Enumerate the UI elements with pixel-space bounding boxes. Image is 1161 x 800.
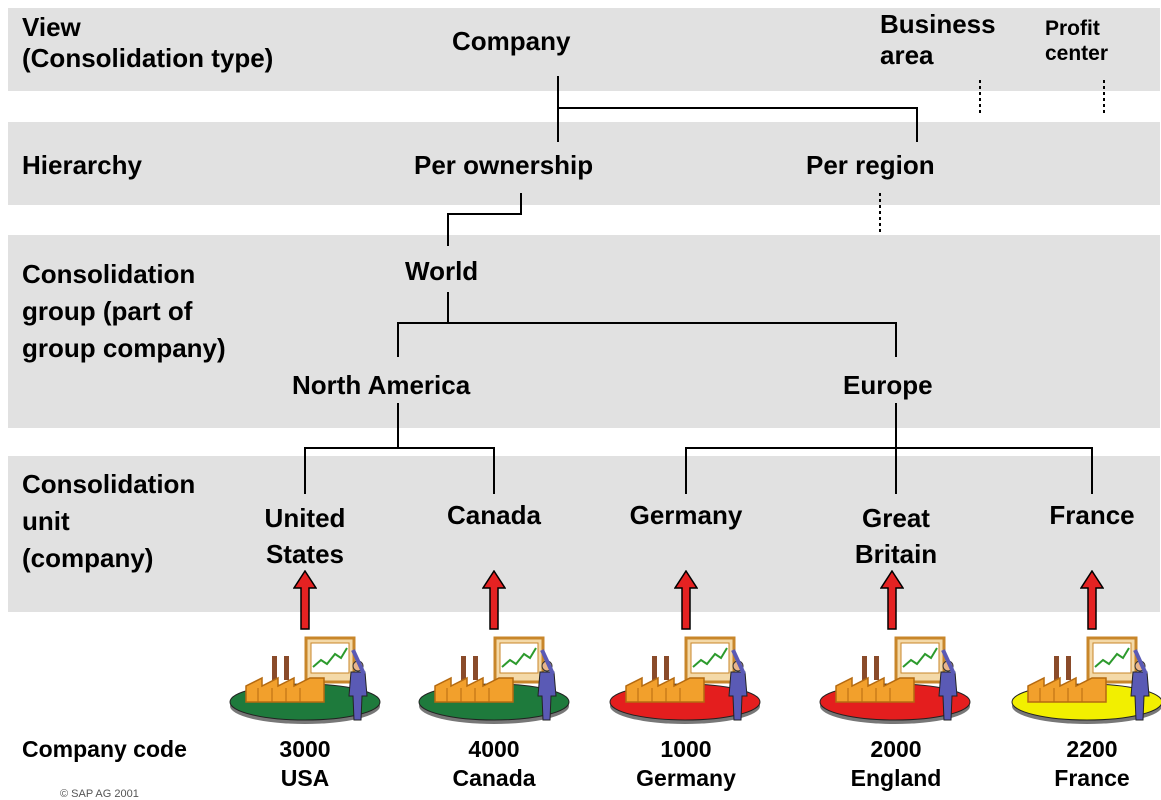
level-group-label: Consolidation group (part of group compa…	[22, 259, 226, 363]
unit-label-canada: Canada	[447, 500, 541, 530]
node-europe: Europe	[843, 370, 933, 400]
arrow-up-icon	[1080, 570, 1104, 630]
node-business-area: Business area	[880, 9, 996, 70]
band-view	[8, 8, 1160, 91]
company-code-2000: 2000	[870, 736, 922, 762]
company-name-england: England	[850, 765, 942, 791]
company-factory-icon	[609, 636, 761, 724]
company-factory-icon	[1011, 636, 1161, 724]
connector-ownership-world	[447, 193, 522, 246]
arrow-up-icon	[293, 570, 317, 630]
company-name-canada: Canada	[452, 765, 536, 791]
band-hierarchy	[8, 122, 1160, 205]
company-code-2200: 2200	[1066, 736, 1118, 762]
band-consolidation-unit	[8, 456, 1160, 612]
company-name-france: France	[1054, 765, 1130, 791]
connector-company-hierarchy	[557, 76, 918, 142]
connector-world-regions	[397, 292, 897, 357]
node-per-region: Per region	[806, 150, 935, 180]
unit-label-france: France	[1049, 500, 1135, 530]
arrow-up-icon	[880, 570, 904, 630]
company-code-4000: 4000	[468, 736, 520, 762]
level-company-code-label: Company code	[22, 736, 187, 762]
node-world: World	[405, 256, 479, 286]
band-consolidation-group	[8, 235, 1160, 428]
company-factory-icon	[418, 636, 570, 724]
arrow-up-icon	[674, 570, 698, 630]
node-per-ownership: Per ownership	[414, 150, 594, 180]
unit-label-united-states: United States	[264, 503, 346, 569]
company-code-3000: 3000	[279, 736, 331, 762]
company-code-1000: 1000	[660, 736, 712, 762]
level-hierarchy-label: Hierarchy	[22, 150, 142, 180]
company-factory-icon	[819, 636, 971, 724]
arrow-up-icon	[482, 570, 506, 630]
connector-europe-units	[685, 403, 1093, 494]
company-name-germany: Germany	[636, 765, 736, 791]
copyright-notice: © SAP AG 2001	[60, 788, 139, 800]
unit-label-germany: Germany	[629, 500, 743, 530]
connector-na-units	[304, 403, 495, 494]
company-name-usa: USA	[280, 765, 330, 791]
level-view-label: View (Consolidation type)	[22, 12, 274, 73]
unit-label-great-britain: Great Britain	[854, 503, 938, 569]
node-north-america: North America	[292, 370, 471, 400]
company-factory-icon	[229, 636, 381, 724]
level-unit-label: Consolidation unit (company)	[22, 469, 196, 573]
node-company: Company	[452, 26, 571, 56]
node-profit-center: Profit center	[1045, 17, 1109, 65]
